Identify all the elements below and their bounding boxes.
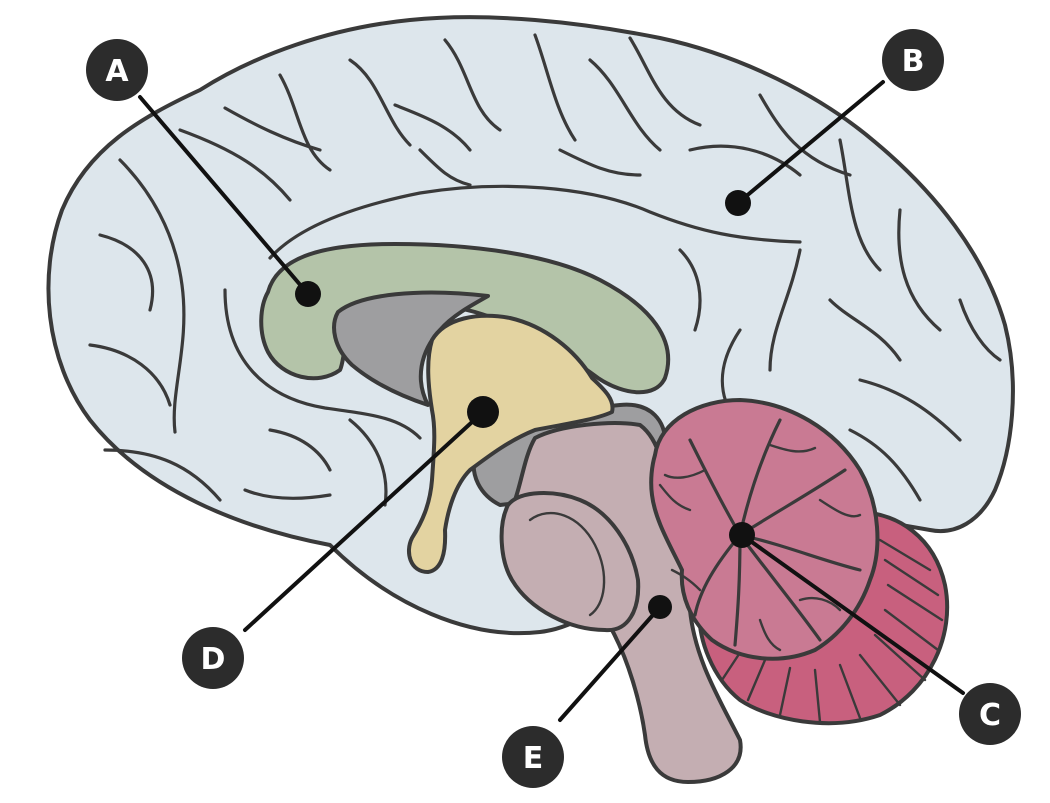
thalamus <box>407 313 615 574</box>
label-a: A <box>86 39 148 101</box>
marker-b <box>725 190 751 216</box>
label-e-text: E <box>523 741 544 776</box>
marker-a <box>295 281 321 307</box>
leader-line-c <box>740 533 965 695</box>
label-c: C <box>959 683 1021 745</box>
marker-e <box>648 595 672 619</box>
leader-line-b <box>736 80 885 205</box>
label-badge-icon <box>502 726 564 788</box>
pons <box>499 491 641 633</box>
label-e: E <box>502 726 564 788</box>
label-badge-icon <box>959 683 1021 745</box>
structure-markers <box>295 190 755 619</box>
leader-line-e <box>558 605 662 722</box>
cerebellum <box>649 398 880 661</box>
label-badge-icon <box>182 627 244 689</box>
leader-line-d <box>243 410 485 632</box>
label-d: D <box>182 627 244 689</box>
leader-lines <box>138 80 965 722</box>
label-b-text: B <box>902 44 925 79</box>
marker-c <box>729 522 755 548</box>
label-b: B <box>882 29 944 91</box>
marker-d <box>467 396 499 428</box>
leader-line-a <box>138 95 310 296</box>
lateral-ventricle <box>332 290 490 407</box>
label-a-text: A <box>105 54 129 89</box>
arbor-vitae <box>658 418 862 652</box>
label-badge-icon <box>86 39 148 101</box>
label-badge-icon <box>882 29 944 91</box>
label-d-text: D <box>201 642 226 677</box>
label-c-text: C <box>979 698 1001 733</box>
